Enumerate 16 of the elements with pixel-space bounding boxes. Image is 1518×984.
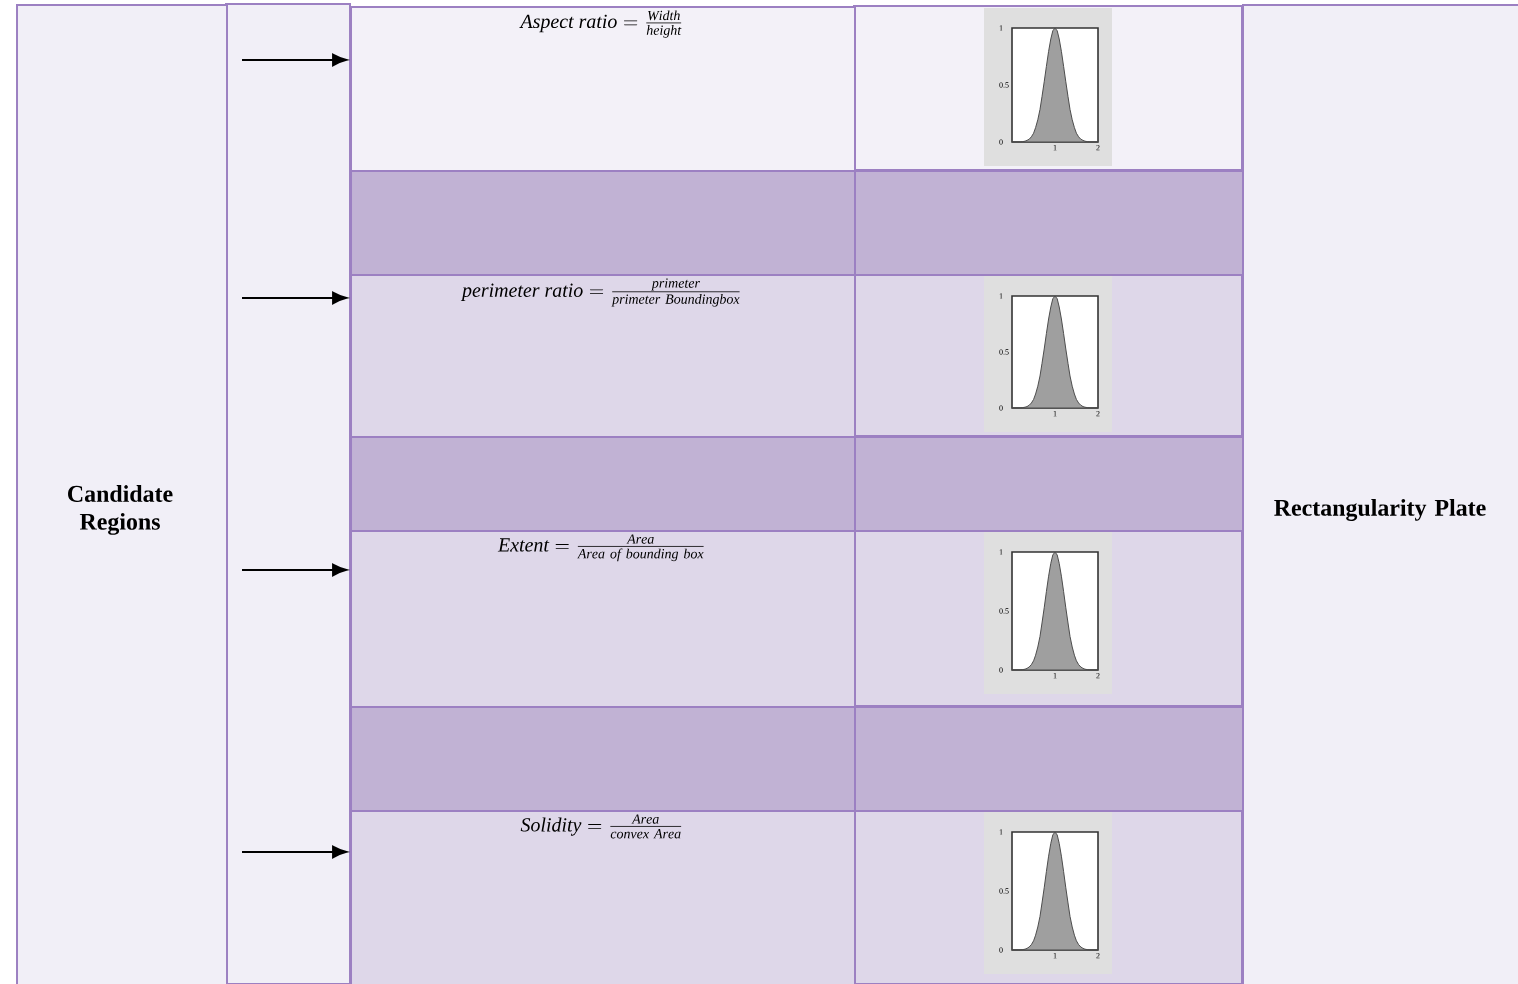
arrow [241, 563, 348, 577]
formula-cell: $\mathit{Aspect\ ratio}=\frac{\mathit{Width}}{\mathit{height}}$ [350, 6, 856, 172]
table-band [350, 170, 856, 276]
table-band [350, 706, 856, 812]
formula-cell: $\mathit{Solidity}=\frac{\mathit{Area}}{\mathit{convex\ Area}}$ [350, 810, 856, 984]
table-band [350, 436, 856, 532]
table-band [854, 170, 1244, 276]
arrow [241, 53, 348, 67]
arrow [241, 845, 348, 859]
header-cell: Candidate Regions [16, 4, 228, 984]
table-band [854, 436, 1244, 532]
header-cell: Rectangularity Plate [1242, 4, 1518, 984]
arrow [241, 291, 348, 305]
formula-cell: $\mathit{Extent}=\frac{\mathit{Area}}{\mathit{Area\ of\ bounding\ box}}$ [350, 530, 856, 708]
formula-cell: $\mathit{perimeter\ ratio}=\frac{\mathit{primeter}}{\mathit{primeter\ Boundingbox}}$ [350, 274, 856, 438]
table-band [854, 706, 1244, 812]
